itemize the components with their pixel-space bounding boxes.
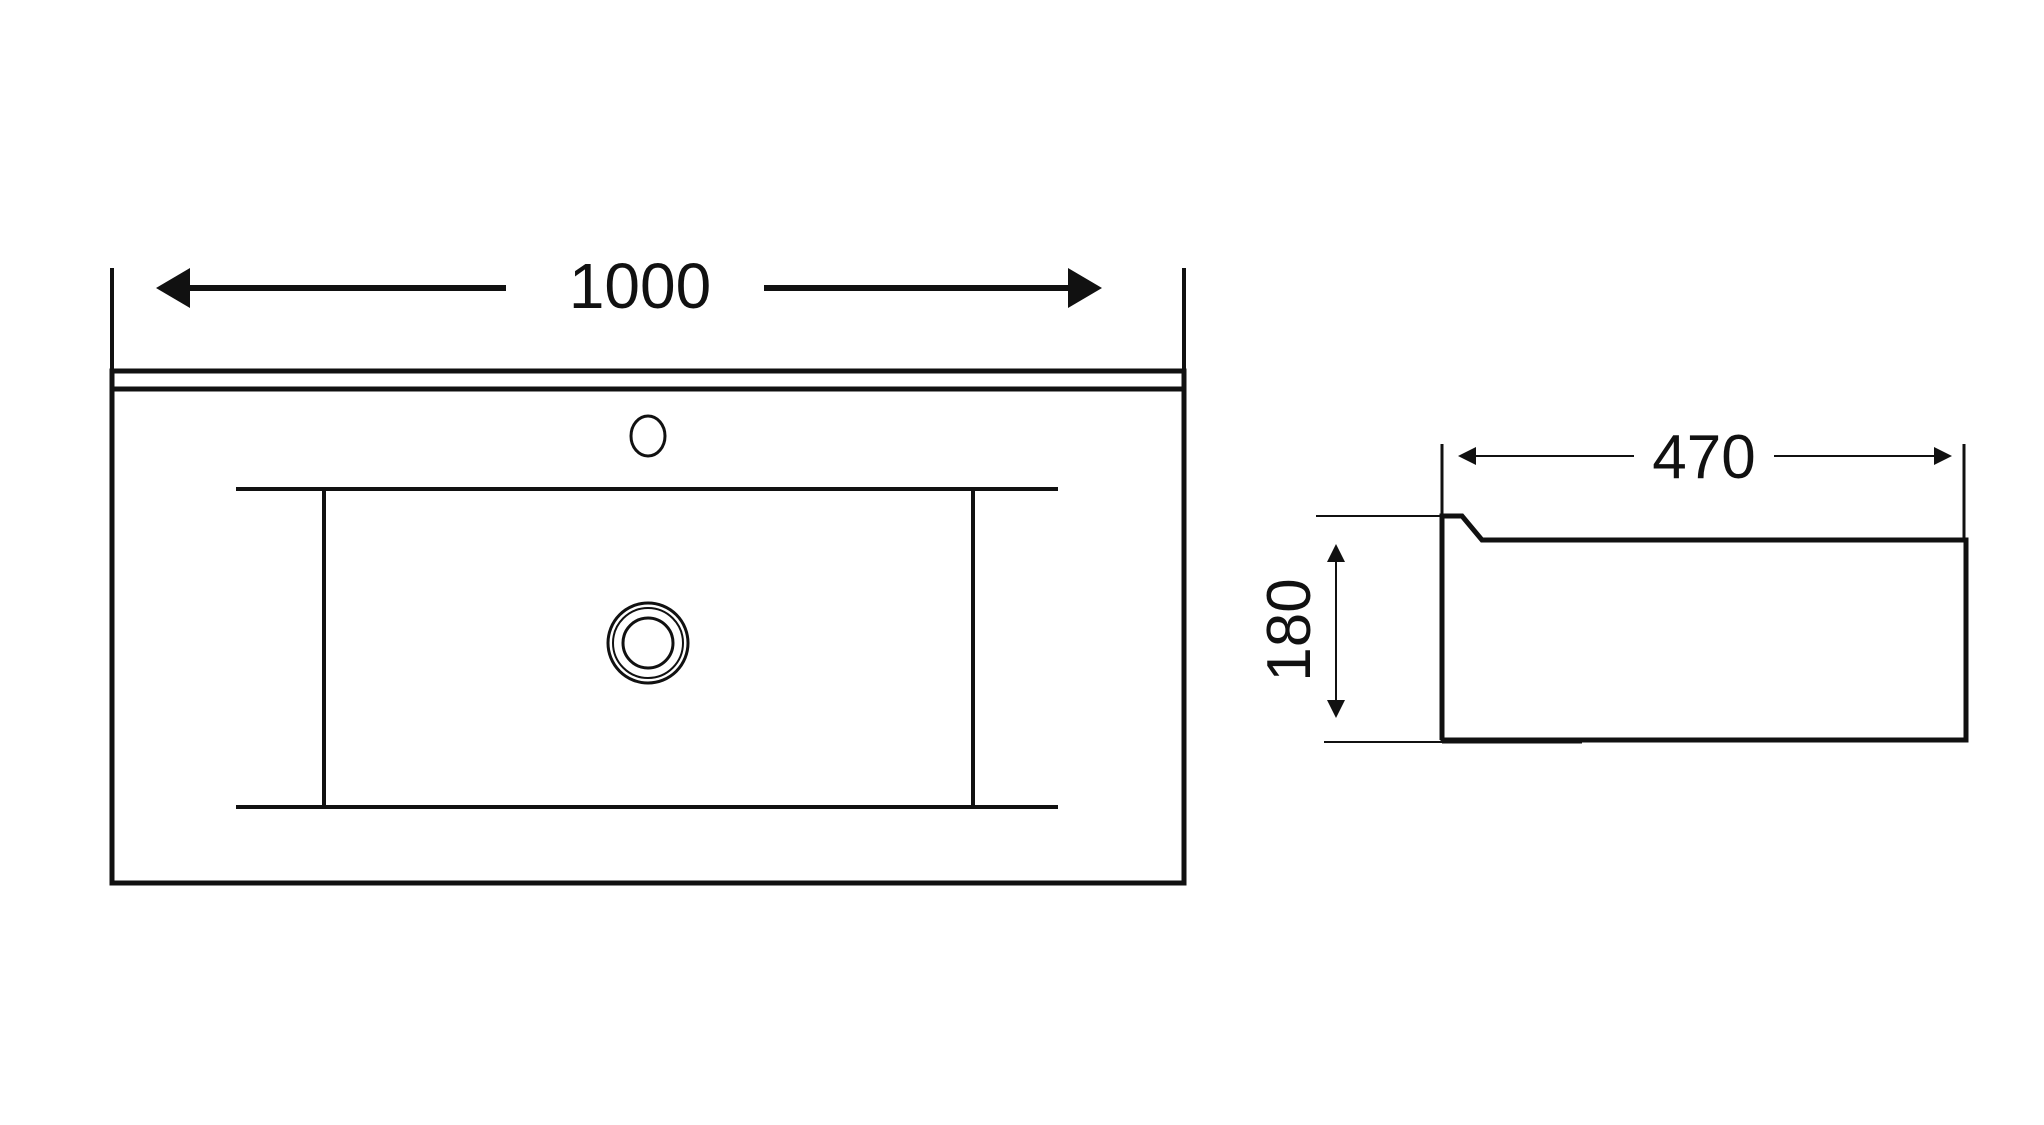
drain-inner-ring (621, 616, 675, 670)
depth-arrowhead-left (1458, 447, 1476, 465)
width-arrowhead-right (1068, 268, 1102, 308)
side-profile-outline (1439, 513, 1969, 743)
countertop-outline (109, 368, 1187, 886)
height-arrowhead-bottom (1327, 700, 1345, 718)
side-view (1316, 444, 1969, 744)
depth-arrowhead-right (1934, 447, 1952, 465)
width-arrowhead-left (156, 268, 190, 308)
depth-dimension-label: 470 (1652, 423, 1755, 492)
height-arrowhead-top (1327, 544, 1345, 562)
top-view (109, 268, 1187, 886)
height-dimension-label: 180 (1255, 578, 1324, 681)
tap-hole (629, 414, 667, 458)
drain-middle-ring (612, 607, 684, 679)
drain-outer-ring (606, 601, 690, 685)
width-dimension-label: 1000 (569, 250, 711, 322)
